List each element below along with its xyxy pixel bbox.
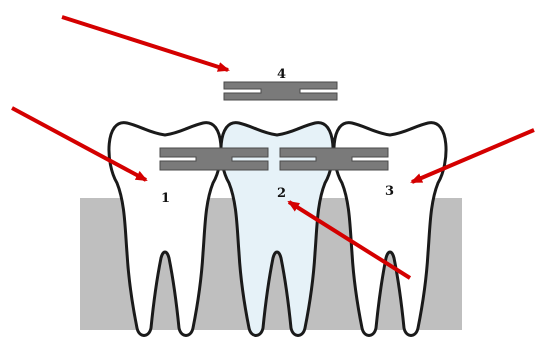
label-3: 3 <box>385 184 394 199</box>
label-4: 4 <box>277 67 286 82</box>
label-2: 2 <box>277 186 286 201</box>
splint-piece-4 <box>224 82 337 100</box>
label-1: 1 <box>161 191 170 206</box>
arrow-to-splint-4 <box>62 17 228 70</box>
